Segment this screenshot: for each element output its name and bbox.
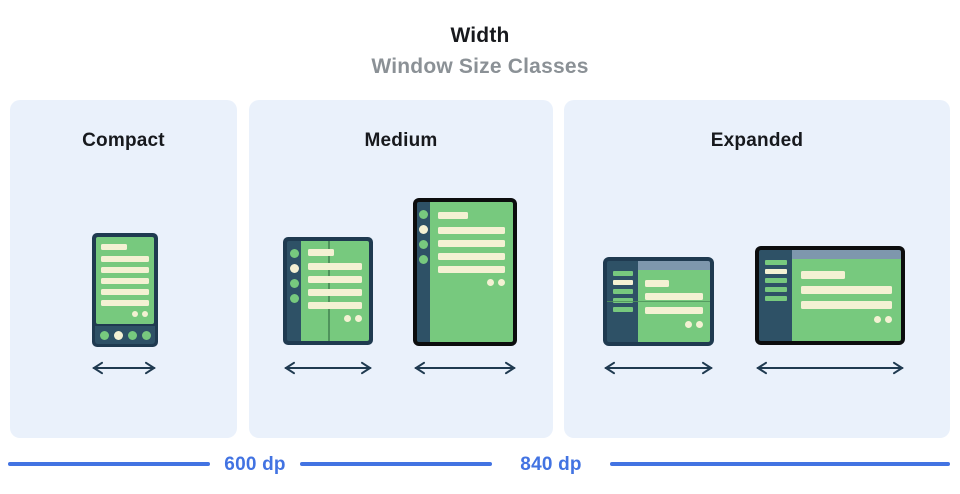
app-topbar [638, 261, 710, 270]
nav-dot [141, 330, 151, 340]
threshold-label-600dp: 600 dp [224, 454, 286, 475]
action-dots [308, 315, 362, 322]
width-arrow-icon [604, 361, 713, 375]
text-line [438, 227, 505, 234]
panel-title-compact: Compact [82, 130, 165, 151]
phone-screen [96, 237, 154, 324]
text-line [308, 263, 362, 270]
action-dot [132, 311, 138, 317]
rail-dot [419, 240, 428, 249]
text-line [308, 289, 362, 296]
text-line [101, 278, 149, 284]
text-line [438, 212, 468, 219]
rail-dot [289, 279, 299, 288]
text-line [645, 293, 703, 300]
width-arrow-icon [756, 361, 904, 375]
threshold-line-segment [8, 462, 210, 466]
rail-dot-active [419, 225, 428, 234]
text-line [101, 256, 149, 262]
menu-line-active [764, 269, 787, 274]
main-pane [638, 261, 710, 342]
content-area [792, 259, 901, 341]
threshold-line-segment [300, 462, 492, 466]
nav-dot-active [113, 330, 123, 340]
action-dot [498, 279, 505, 286]
rail-dot [419, 210, 428, 219]
text-line [801, 286, 892, 294]
action-dot [142, 311, 148, 317]
panel-title-expanded: Expanded [710, 130, 804, 151]
action-dot [355, 315, 362, 322]
action-dot [344, 315, 351, 322]
text-line [308, 249, 334, 256]
phone-illustration [92, 233, 158, 347]
menu-line [612, 271, 633, 276]
text-line [438, 253, 505, 260]
fold-line [607, 300, 710, 302]
sidebar [759, 250, 792, 341]
text-line [101, 300, 149, 306]
panel-medium: Medium [249, 100, 553, 438]
text-line [101, 267, 149, 273]
menu-line [612, 289, 633, 294]
action-dot [885, 316, 892, 323]
nav-dot [99, 330, 109, 340]
text-line [101, 244, 127, 250]
menu-line [764, 278, 787, 283]
rail-dot-active [289, 264, 299, 273]
action-dot [685, 321, 692, 328]
rail-dot [289, 249, 299, 258]
main-pane [792, 250, 901, 341]
text-line [645, 307, 703, 314]
panel-compact: Compact [10, 100, 237, 438]
diagram-header: Width Window Size Classes [0, 24, 960, 79]
menu-line [764, 296, 787, 301]
nav-rail [417, 202, 430, 342]
rail-dot [419, 255, 428, 264]
threshold-line-segment [610, 462, 950, 466]
action-dots [801, 316, 892, 323]
diagram-title: Width [450, 24, 510, 47]
content-area [638, 270, 710, 342]
action-dot [874, 316, 881, 323]
phone-navbar [95, 326, 155, 344]
diagram-subtitle: Window Size Classes [371, 55, 589, 78]
menu-line [764, 287, 787, 292]
text-line [438, 266, 505, 273]
desktop-illustration [755, 246, 905, 345]
threshold-label-840dp: 840 dp [520, 454, 582, 475]
panel-expanded: Expanded [564, 100, 950, 438]
action-dots [438, 279, 505, 286]
panel-title-medium: Medium [364, 130, 438, 151]
app-topbar [792, 250, 901, 259]
width-arrow-icon [414, 361, 516, 375]
text-line [101, 289, 149, 295]
nav-dot [127, 330, 137, 340]
rail-dot [289, 294, 299, 303]
text-line [308, 276, 362, 283]
landscape-foldable-illustration [603, 257, 714, 346]
foldable-screen [301, 241, 369, 341]
width-arrow-icon [92, 361, 156, 375]
text-line [801, 301, 892, 309]
action-dots [101, 311, 148, 317]
text-line [438, 240, 505, 247]
menu-line [764, 260, 787, 265]
tablet-illustration [413, 198, 517, 346]
text-line [645, 280, 669, 287]
tablet-screen [430, 202, 513, 342]
action-dot [487, 279, 494, 286]
text-line [801, 271, 845, 279]
action-dots [645, 321, 703, 328]
foldable-illustration [283, 237, 373, 345]
action-dot [696, 321, 703, 328]
text-line [308, 302, 362, 309]
menu-line [612, 307, 633, 312]
width-arrow-icon [284, 361, 372, 375]
nav-rail [287, 241, 301, 341]
menu-line-active [612, 280, 633, 285]
